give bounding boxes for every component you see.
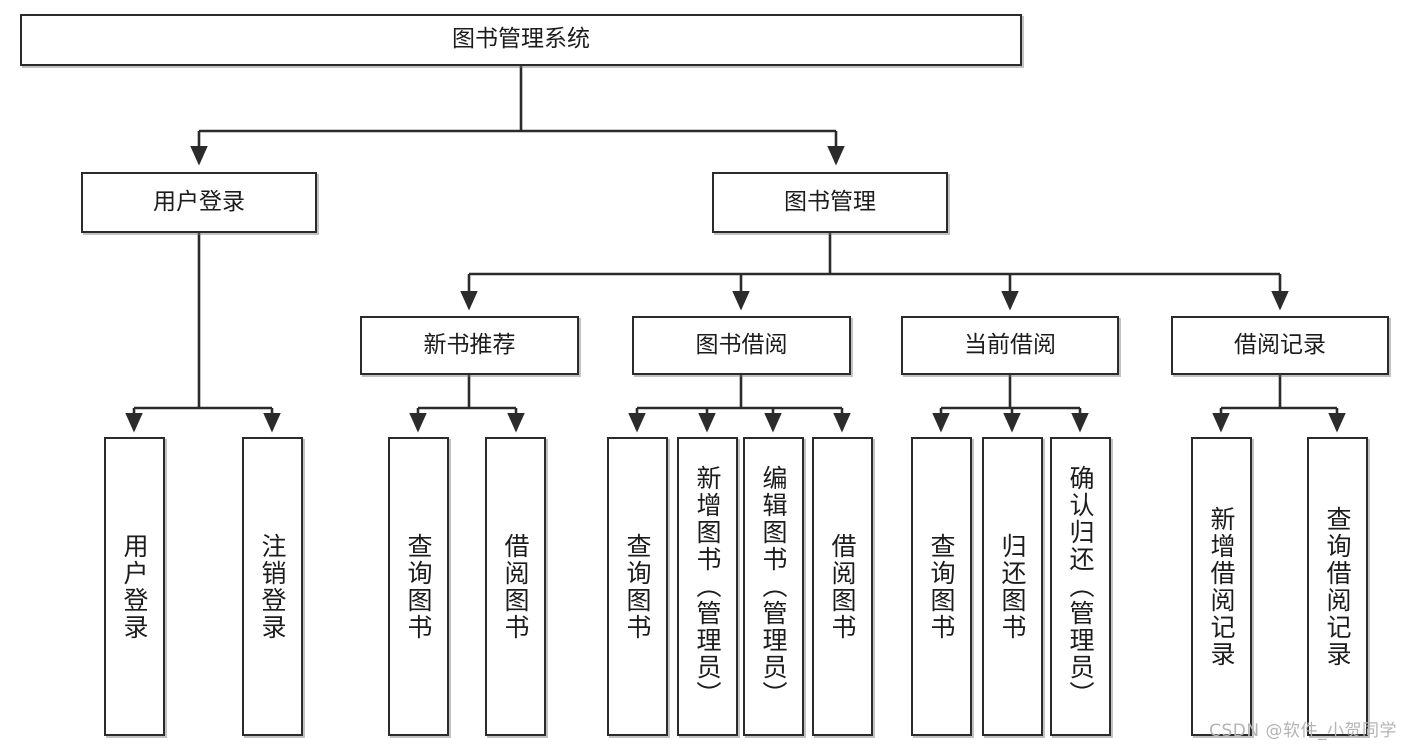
leaf-edit-book[interactable]: 编辑图书（管理员） — [743, 437, 804, 736]
leaf-borrow-book-1[interactable]: 借阅图书 — [485, 437, 546, 736]
leaf-add-book[interactable]: 新增图书（管理员） — [677, 437, 738, 736]
connector-group-user-login — [125, 233, 281, 433]
node-book-borrow[interactable]: 图书借阅 — [632, 316, 851, 375]
leaf-borrow-book-2[interactable]: 借阅图书 — [812, 437, 873, 736]
node-book-manage-label: 图书管理 — [784, 188, 876, 215]
connector-group-root — [190, 66, 845, 166]
leaf-query-book-2[interactable]: 查询图书 — [607, 437, 668, 736]
leaf-confirm-return-label: 确认归还（管理员） — [1066, 465, 1095, 708]
leaf-user-login-label: 用户登录 — [120, 532, 149, 641]
leaf-borrow-book-1-label: 借阅图书 — [501, 532, 530, 641]
node-book-borrow-label: 图书借阅 — [695, 331, 788, 358]
node-new-book-rec-label: 新书推荐 — [423, 331, 516, 358]
leaf-query-book-3-label: 查询图书 — [927, 532, 956, 641]
leaf-add-record[interactable]: 新增借阅记录 — [1191, 437, 1252, 736]
leaf-user-logout-label: 注销登录 — [258, 532, 287, 641]
node-borrow-record[interactable]: 借阅记录 — [1171, 316, 1389, 375]
leaf-add-book-label: 新增图书（管理员） — [693, 465, 722, 708]
leaf-query-book-1-label: 查询图书 — [404, 532, 433, 641]
node-user-login[interactable]: 用户登录 — [81, 172, 317, 233]
connector-group-book-borrow — [628, 375, 851, 433]
leaf-return-book[interactable]: 归还图书 — [982, 437, 1043, 736]
leaf-query-record[interactable]: 查询借阅记录 — [1307, 437, 1368, 736]
leaf-query-book-2-label: 查询图书 — [623, 532, 652, 641]
leaf-query-book-3[interactable]: 查询图书 — [911, 437, 972, 736]
node-root-label: 图书管理系统 — [452, 26, 590, 53]
leaf-add-record-label: 新增借阅记录 — [1207, 505, 1236, 668]
leaf-borrow-book-2-label: 借阅图书 — [828, 532, 857, 641]
watermark: CSDN @软件_小贺同学 — [1209, 721, 1397, 741]
node-current-borrow[interactable]: 当前借阅 — [901, 316, 1119, 375]
leaf-user-login[interactable]: 用户登录 — [104, 437, 165, 736]
leaf-user-logout[interactable]: 注销登录 — [242, 437, 303, 736]
node-root[interactable]: 图书管理系统 — [20, 14, 1022, 66]
node-new-book-rec[interactable]: 新书推荐 — [360, 316, 579, 375]
leaf-query-record-label: 查询借阅记录 — [1323, 505, 1352, 668]
leaf-query-book-1[interactable]: 查询图书 — [388, 437, 449, 736]
leaf-edit-book-label: 编辑图书（管理员） — [759, 465, 788, 708]
node-user-login-label: 用户登录 — [153, 188, 245, 215]
node-book-manage[interactable]: 图书管理 — [712, 172, 948, 233]
connector-group-borrow-record — [1212, 375, 1346, 433]
connector-group-current-borrow — [932, 375, 1089, 433]
leaf-return-book-label: 归还图书 — [998, 532, 1027, 641]
node-borrow-record-label: 借阅记录 — [1234, 331, 1326, 358]
node-current-borrow-label: 当前借阅 — [964, 331, 1056, 358]
leaf-confirm-return[interactable]: 确认归还（管理员） — [1050, 437, 1111, 736]
connector-group-book-manage — [460, 233, 1289, 311]
connector-group-new-book-rec — [409, 375, 525, 433]
